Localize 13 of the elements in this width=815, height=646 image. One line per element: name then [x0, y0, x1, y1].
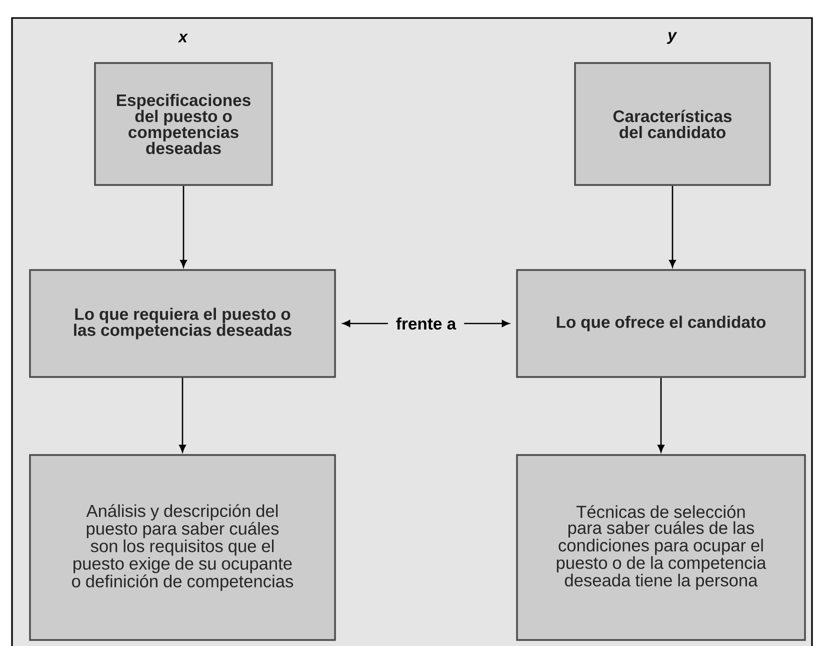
arrow: [179, 378, 186, 452]
process-box: Lo que requiera el puesto o las competencias deseadas: [29, 269, 336, 378]
process-box: Técnicas de selección para saber cuáles de las condiciones para ocupar el puesto o de la competencia deseada tiene la persona: [516, 454, 806, 641]
process-box: Lo que ofrece el candidato: [516, 269, 806, 378]
process-box: Análisis y descripción del puesto para saber cuáles son los requisitos que el puesto exige de su ocupante o definición de competencias: [29, 454, 336, 641]
edge-label: frente a: [388, 314, 464, 332]
column-label: x: [178, 34, 188, 42]
arrow: [180, 186, 187, 268]
process-box: Características del candidato: [574, 62, 771, 186]
column-label: y: [666, 32, 678, 44]
arrow: [658, 378, 664, 452]
process-box: Especificaciones del puesto o competencias deseadas: [94, 62, 273, 186]
arrow: [669, 186, 676, 268]
